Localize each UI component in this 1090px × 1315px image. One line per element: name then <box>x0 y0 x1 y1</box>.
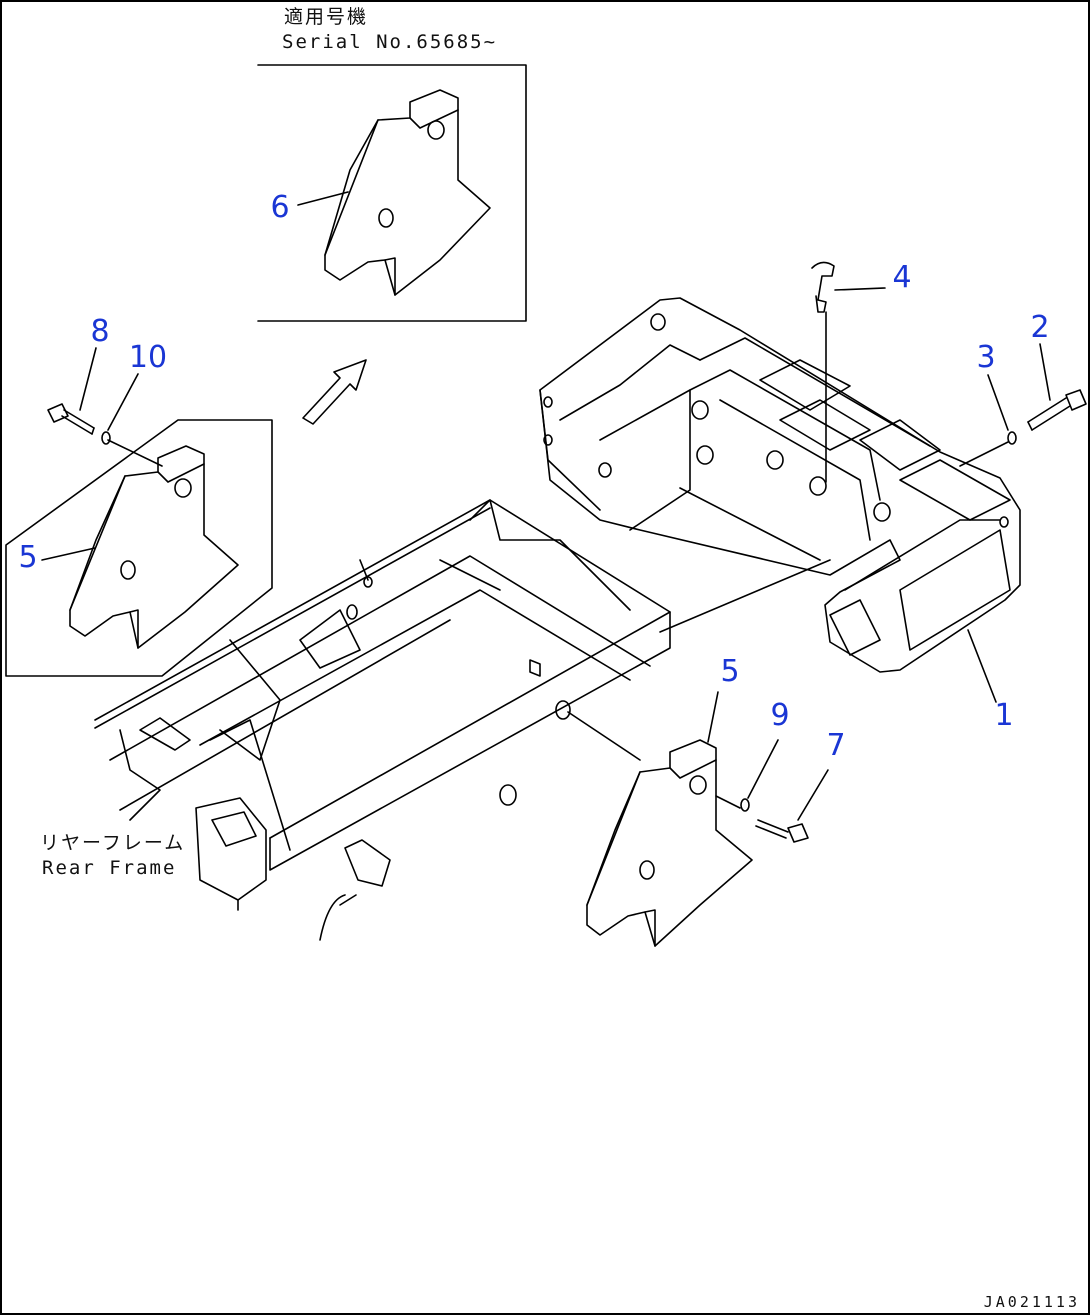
leader-7 <box>797 769 829 821</box>
leader-3 <box>987 374 1009 431</box>
leader-1-frame <box>659 559 831 633</box>
inset-note-jp: 適用号機 <box>284 6 369 28</box>
leader-8 <box>79 347 97 411</box>
part-5-right-plate <box>586 739 753 947</box>
callout-8: 8 <box>90 314 110 349</box>
part-6-counterweight-plate <box>324 89 491 296</box>
washer-10 <box>101 431 111 445</box>
drawing-id: JA021113 <box>983 1293 1080 1311</box>
rear-frame-note-en: Rear Frame <box>42 857 177 879</box>
part-5-left-plate <box>69 445 239 649</box>
callout-3: 3 <box>976 340 996 375</box>
leader-5-left <box>41 547 96 561</box>
inset-note-serial: Serial No.65685~ <box>282 31 498 53</box>
rear-frame <box>94 499 671 941</box>
callout-4: 4 <box>892 260 912 295</box>
leader-10-ext <box>107 439 163 467</box>
leader-10 <box>107 373 139 431</box>
inset-box <box>257 64 527 322</box>
callout-10: 10 <box>128 340 168 375</box>
part-4-hook <box>811 261 835 483</box>
leader-5-right <box>707 691 719 743</box>
callout-6: 6 <box>270 190 290 225</box>
callout-7: 7 <box>826 728 846 763</box>
direction-arrow <box>302 359 367 425</box>
bolt-8 <box>47 403 95 435</box>
leader-4 <box>834 287 886 291</box>
callout-9: 9 <box>770 698 790 733</box>
callout-2: 2 <box>1030 310 1050 345</box>
bolt-7 <box>755 819 809 843</box>
leader-5-right-frame <box>567 711 641 761</box>
bolt-2 <box>1027 389 1087 431</box>
callout-5-right: 5 <box>720 654 740 689</box>
leader-9 <box>747 739 779 799</box>
leader-1 <box>967 629 997 703</box>
left-detail-box <box>5 419 273 677</box>
leader-2 <box>1039 343 1051 401</box>
leader-9-ext <box>715 795 741 809</box>
washer-9 <box>740 798 750 812</box>
washer-3 <box>1007 431 1017 445</box>
leader-6 <box>297 191 349 206</box>
callout-1: 1 <box>994 698 1014 733</box>
part-1-counterweight <box>539 297 1021 673</box>
rear-frame-note-jp: リヤーフレーム <box>40 832 186 854</box>
callout-5-left: 5 <box>18 540 38 575</box>
leader-3-ext <box>959 441 1009 467</box>
